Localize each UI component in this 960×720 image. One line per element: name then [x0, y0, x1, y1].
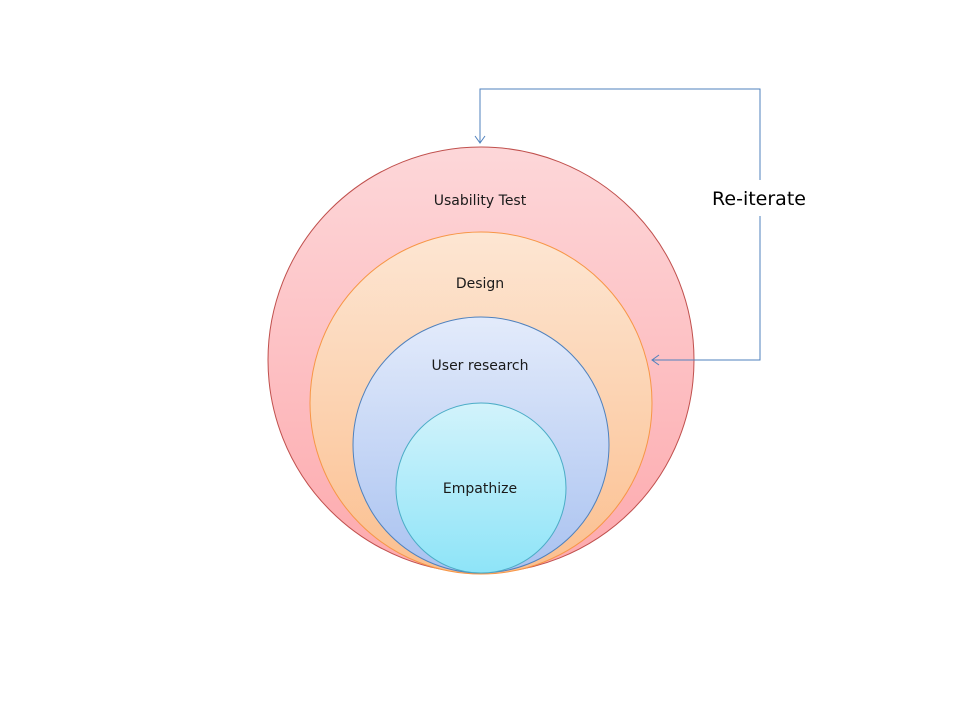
layer-label-user-research: User research [432, 358, 529, 374]
layer-label-usability-test: Usability Test [434, 193, 527, 209]
layer-circle-empathize [395, 402, 567, 574]
reiterate-loop-connector-upper [479, 88, 761, 180]
reiterate-arrowhead-top [474, 135, 486, 144]
reiterate-loop-connector-lower [652, 216, 761, 361]
layer-label-design: Design [456, 276, 504, 292]
reiterate-arrowhead-right [651, 354, 660, 366]
layer-label-empathize: Empathize [443, 481, 517, 497]
reiterate-label: Re-iterate [712, 188, 806, 210]
